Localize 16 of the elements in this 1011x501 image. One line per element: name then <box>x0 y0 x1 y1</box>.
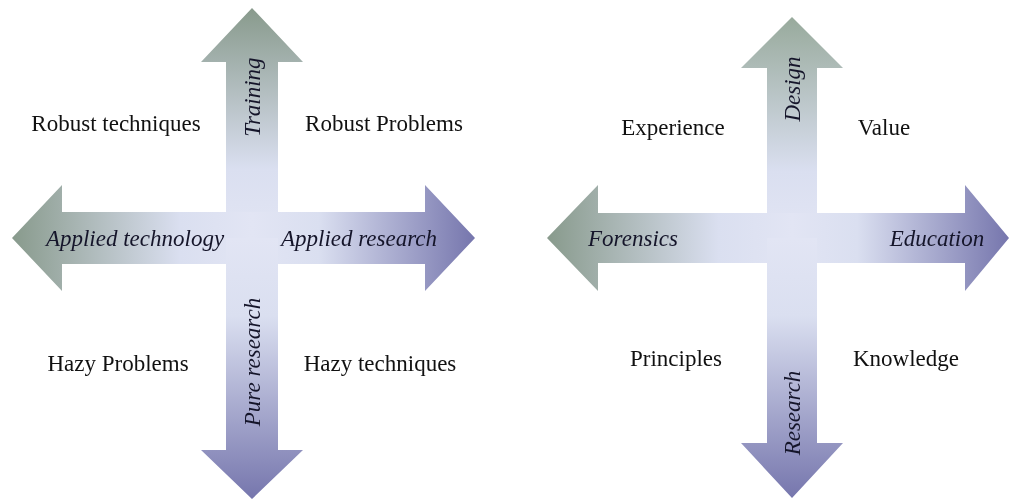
quadrant-label: Hazy Problems <box>47 351 189 375</box>
arrow-label: Training <box>240 57 264 137</box>
arrow-label: Design <box>780 56 804 122</box>
quadrant-label: Robust Problems <box>305 111 463 135</box>
arrow-label: Forensics <box>588 226 678 250</box>
arrow-label: Applied technology <box>45 226 225 250</box>
arrow-label: Education <box>889 226 985 250</box>
arrow-label: Applied research <box>280 226 438 250</box>
arrow-label: Research <box>780 370 804 456</box>
quadrant-label: Hazy techniques <box>303 351 457 375</box>
quadrant-label: Knowledge <box>853 346 959 370</box>
quadrant-label: Robust techniques <box>31 111 201 135</box>
quadrant-label: Value <box>857 115 911 139</box>
arrow-label: Pure research <box>240 297 264 427</box>
quadrant-label: Principles <box>630 346 722 370</box>
quadrant-label: Experience <box>621 115 725 139</box>
